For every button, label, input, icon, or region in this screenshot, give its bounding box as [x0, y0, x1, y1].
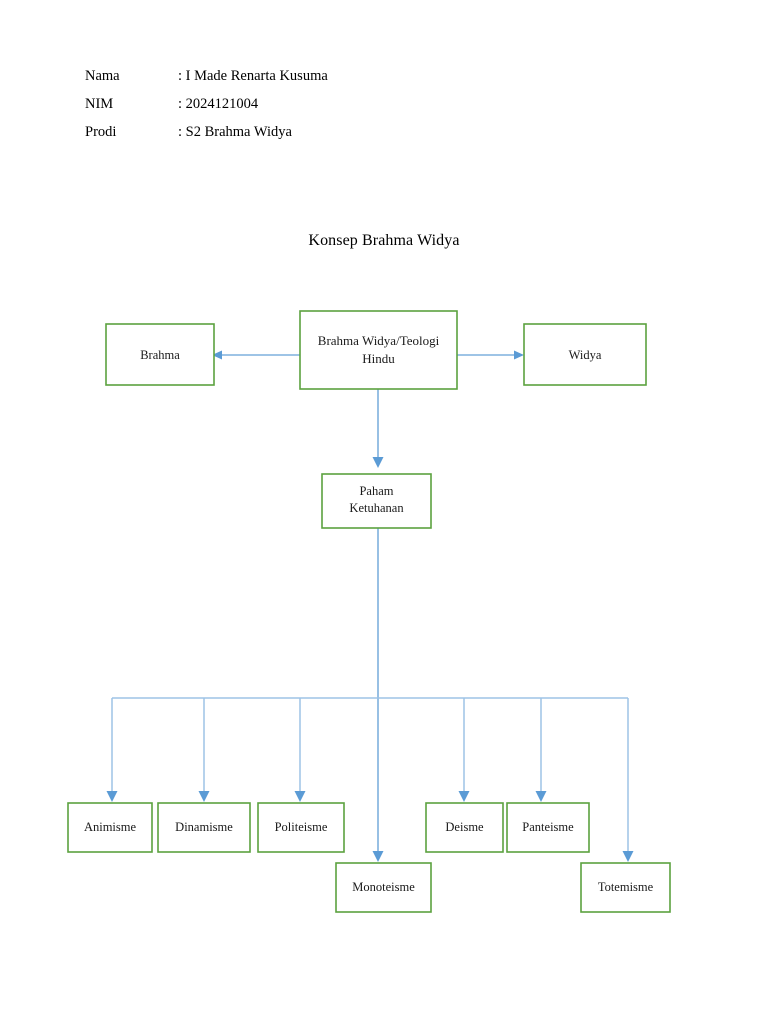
- identity-value-prodi: : S2 Brahma Widya: [178, 124, 292, 140]
- node-brahma[interactable]: Brahma: [105, 323, 215, 386]
- node-root-label-line2: Hindu: [362, 351, 395, 366]
- arrow-head-down-politeisme-icon: [294, 791, 306, 802]
- node-totemisme-label: Totemisme: [598, 880, 654, 894]
- node-totemisme[interactable]: Totemisme: [580, 862, 671, 913]
- node-panteisme[interactable]: Panteisme: [506, 802, 590, 853]
- arrow-head-down-animisme-icon: [106, 791, 118, 802]
- node-panteisme-box[interactable]: [506, 802, 590, 853]
- node-root-label-line1: Brahma Widya/Teologi: [318, 333, 440, 348]
- arrow-head-down-panteisme-icon: [535, 791, 547, 802]
- identity-value-nama: : I Made Renarta Kusuma: [178, 68, 328, 84]
- node-paham-box[interactable]: [321, 473, 432, 529]
- node-widya[interactable]: Widya: [523, 323, 647, 386]
- identity-row-nim: NIM : 2024121004: [85, 90, 555, 118]
- node-brahma-widya-teologi-hindu[interactable]: Brahma Widya/Teologi Hindu: [299, 310, 458, 390]
- node-paham-ketuhanan[interactable]: Paham Ketuhanan: [321, 473, 432, 529]
- node-panteisme-label: Panteisme: [522, 820, 574, 834]
- arrow-head-down-deisme-icon: [458, 791, 470, 802]
- node-monoteisme[interactable]: Monoteisme: [335, 862, 432, 913]
- arrow-head-down-monoteisme-icon: [372, 851, 384, 862]
- node-totemisme-box[interactable]: [580, 862, 671, 913]
- node-brahma-box[interactable]: [105, 323, 215, 386]
- node-animisme-label: Animisme: [84, 820, 137, 834]
- node-politeisme-label: Politeisme: [275, 820, 328, 834]
- node-brahma-label: Brahma: [140, 348, 180, 362]
- node-monoteisme-label: Monoteisme: [352, 880, 415, 894]
- node-widya-box[interactable]: [523, 323, 647, 386]
- identity-row-nama: Nama : I Made Renarta Kusuma: [85, 62, 555, 90]
- node-paham-label-line2: Ketuhanan: [349, 501, 404, 515]
- arrow-head-down-paham-icon: [372, 457, 384, 468]
- node-animisme[interactable]: Animisme: [67, 802, 153, 853]
- identity-label-nama: Nama: [85, 68, 120, 84]
- arrow-head-down-dinamisme-icon: [198, 791, 210, 802]
- node-animisme-box[interactable]: [67, 802, 153, 853]
- diagram-title: Konsep Brahma Widya: [308, 232, 460, 249]
- node-dinamisme-box[interactable]: [157, 802, 251, 853]
- arrow-head-down-totemisme-icon: [622, 851, 634, 862]
- identity-label-nim: NIM: [85, 96, 114, 112]
- identity-label-prodi: Prodi: [85, 124, 117, 140]
- connector-layer: [106, 350, 634, 862]
- node-widya-label: Widya: [569, 348, 602, 362]
- node-deisme[interactable]: Deisme: [425, 802, 504, 853]
- identity-block: Nama : I Made Renarta Kusuma NIM : 20241…: [85, 62, 555, 146]
- node-monoteisme-box[interactable]: [335, 862, 432, 913]
- node-politeisme-box[interactable]: [257, 802, 345, 853]
- node-deisme-label: Deisme: [445, 820, 484, 834]
- node-root-box[interactable]: [299, 310, 458, 390]
- arrow-head-left-icon: [212, 350, 222, 360]
- node-dinamisme-label: Dinamisme: [175, 820, 233, 834]
- node-dinamisme[interactable]: Dinamisme: [157, 802, 251, 853]
- node-deisme-box[interactable]: [425, 802, 504, 853]
- node-politeisme[interactable]: Politeisme: [257, 802, 345, 853]
- identity-value-nim: : 2024121004: [178, 96, 259, 112]
- arrow-head-right-icon: [514, 350, 524, 360]
- identity-row-prodi: Prodi : S2 Brahma Widya: [85, 118, 555, 146]
- node-paham-label-line1: Paham: [359, 484, 393, 498]
